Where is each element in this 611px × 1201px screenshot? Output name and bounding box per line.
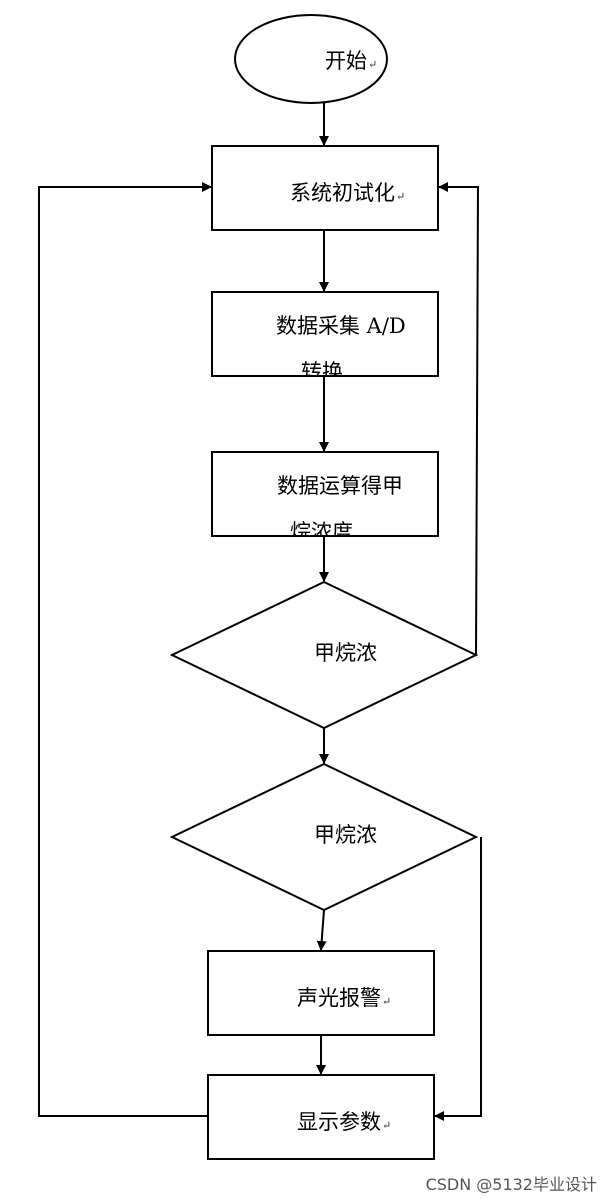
return-mark: ↵ [382, 1119, 392, 1132]
arrow-decision2-to-alarm [316, 909, 327, 951]
decision1-label: 甲烷浓 [314, 641, 377, 665]
sample-label-line2-clip: 转换 [213, 355, 437, 375]
arrow-display-loop-to-init [38, 182, 212, 1117]
init-label: 系统初试化↵ [290, 181, 406, 205]
display-label: 显示参数↵ [297, 1110, 392, 1134]
compute-label-line1: 数据运算得甲 [277, 474, 403, 498]
watermark: CSDN @5132毕业设计 [425, 1175, 597, 1194]
compute-label-line2-clip: 烷浓度 [213, 515, 437, 535]
arrow-decision1-loop-to-init [438, 182, 480, 656]
return-mark: ↵ [382, 995, 392, 1008]
sample-label-line1: 数据采集 A/D [276, 314, 406, 338]
alarm-label: 声光报警↵ [297, 986, 392, 1010]
return-mark: ↵ [368, 58, 378, 71]
start-label: 开始↵ [325, 49, 378, 73]
sample-label-line2: 转换 [301, 360, 343, 375]
decision2-label: 甲烷浓 [314, 823, 377, 847]
compute-label-line2: 烷浓度 [290, 520, 353, 535]
arrow-decision2-to-display [434, 837, 482, 1121]
start-terminal [234, 14, 388, 104]
return-mark: ↵ [396, 190, 406, 203]
